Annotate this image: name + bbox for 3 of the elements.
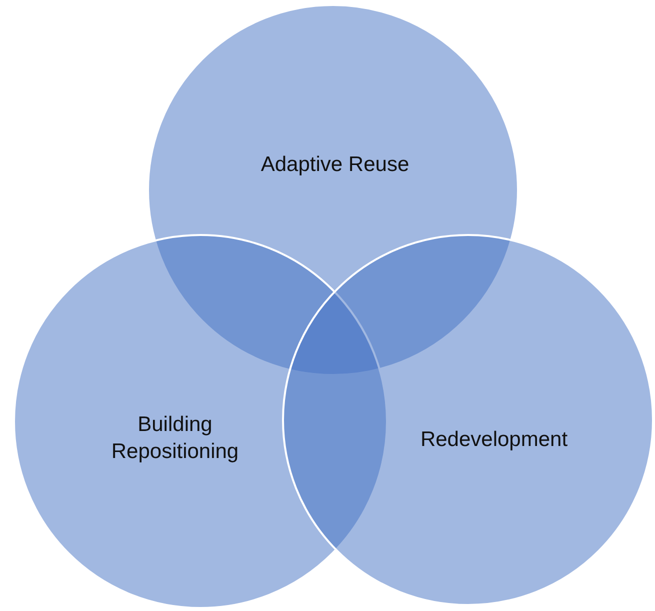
circle-label: Building Repositioning	[110, 412, 240, 465]
circle-label: Redevelopment	[419, 427, 569, 453]
circle-label: Adaptive Reuse	[260, 152, 410, 178]
